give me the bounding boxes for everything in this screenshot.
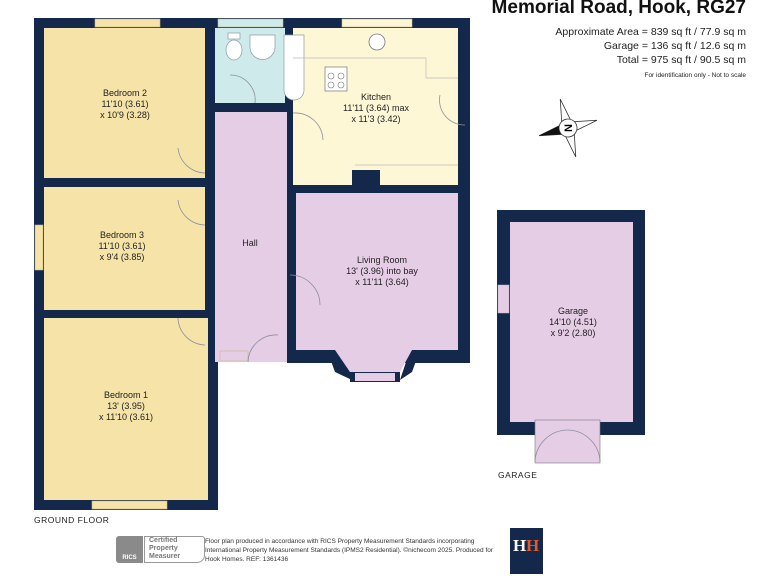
footer-disclaimer: Floor plan produced in accordance with R… [205,538,494,563]
garage-building [497,210,645,464]
room-dimension: 11'10 (3.61) [101,99,149,109]
room-dimension: x 11'10 (3.61) [98,412,154,422]
room-dimension: 11'10 (3.61) [98,241,146,251]
washbasin [249,34,276,60]
kitchen-floor [293,28,458,185]
room-name: Hall [242,238,258,248]
floor-label-garage: GARAGE [498,470,538,480]
room-dimension: 13' (3.95) [107,401,145,411]
room-name: Bedroom 2 [102,88,148,98]
certified-measurer-text: Certified Property Measurer [144,536,205,563]
room-dimension: x 9'4 (3.85) [99,252,145,262]
room-dimension: 11'11 (3.64) max [343,103,409,113]
bedroom-1-floor [44,318,208,500]
room-name: Garage [557,306,589,316]
room-label-bedroom-2: Bedroom 2 11'10 (3.61) x 10'9 (3.28) [100,88,150,121]
room-label-bedroom-3: Bedroom 3 11'10 (3.61) x 9'4 (3.85) [98,230,145,263]
svg-text:N: N [563,124,575,132]
bathroom-fixtures [225,32,276,61]
floor-label-ground: GROUND FLOOR [34,515,110,525]
rics-badge: RICS Certified Property Measurer [116,536,205,563]
logo-letter: H [526,536,540,555]
kitchen-worktop [293,57,458,166]
hall-floor [215,112,287,362]
garage-area: Garage = 136 sq ft / 12.6 sq m [603,40,746,52]
room-dimension: 13' (3.96) into bay [346,266,418,276]
total-area: Total = 975 sq ft / 90.5 sq m [616,54,746,66]
kitchen-unit [352,170,380,185]
room-label-living-room: Living Room 13' (3.96) into bay x 11'11 … [346,255,418,288]
room-name: Bedroom 3 [99,230,145,240]
kitchen-sink [368,33,386,51]
cooker [324,66,348,92]
scale-note: For identification only - Not to scale [644,72,746,79]
windows [34,18,413,510]
toilet-bowl [225,39,243,61]
toilet-cistern [227,32,241,40]
door-swings [177,74,466,363]
logo-letter: H [513,536,527,555]
room-dimension: x 11'3 (3.42) [351,114,401,124]
approximate-area: Approximate Area = 839 sq ft / 77.9 sq m [555,26,746,38]
property-title: Memorial Road, Hook, RG27 [491,0,746,18]
room-dimension: 14'10 (4.51) [549,317,597,327]
living-room-floor [296,193,458,350]
room-dimension: x 11'11 (3.64) [355,277,409,287]
bedroom-2-floor [44,28,205,178]
bay-window [355,373,395,381]
bedroom-3-floor [44,187,205,310]
room-label-bedroom-1: Bedroom 1 13' (3.95) x 11'10 (3.61) [99,390,153,423]
living-room-bay [335,350,412,372]
room-name: Kitchen [360,92,392,102]
compass-icon: N [538,98,598,158]
bath-tub [283,34,305,101]
room-label-hall: Hall [242,238,258,249]
rics-logo: RICS [116,536,143,563]
room-name: Living Room [356,255,408,265]
room-dimension: x 9'2 (2.80) [550,328,596,338]
room-label-garage: Garage 14'10 (4.51) x 9'2 (2.80) [549,306,597,339]
room-label-kitchen: Kitchen 11'11 (3.64) max x 11'3 (3.42) [343,92,409,125]
room-dimension: x 10'9 (3.28) [100,110,150,120]
room-name: Bedroom 1 [103,390,149,400]
